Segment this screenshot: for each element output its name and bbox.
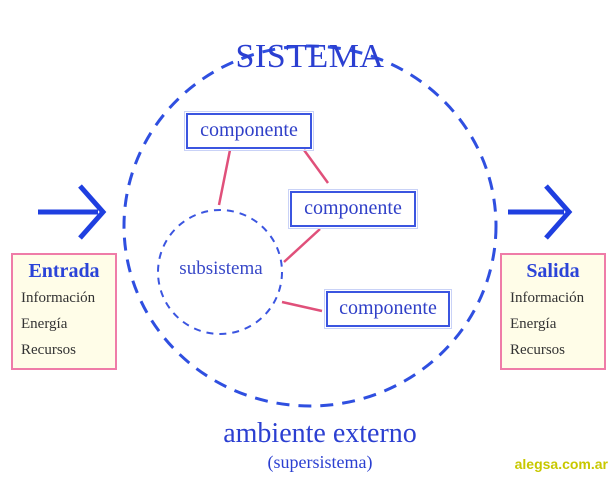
connector-comp2-subsystem	[283, 228, 321, 263]
output-arrow-icon	[508, 184, 573, 240]
watermark: alegsa.com.ar	[514, 456, 608, 472]
system-boundary	[122, 44, 498, 408]
component-box-3: componente	[324, 289, 452, 329]
input-item-energy: Energía	[21, 316, 68, 332]
input-arrow-icon	[38, 184, 107, 240]
input-item-resources: Recursos	[21, 342, 76, 358]
input-title: Entrada	[28, 260, 100, 282]
system-title: SISTEMA	[235, 38, 385, 75]
connector-subsystem-comp3	[281, 300, 323, 313]
connector-comp1-subsystem	[217, 149, 232, 206]
environment-sublabel: (supersistema)	[267, 452, 373, 472]
component-box-1: componente	[184, 111, 314, 151]
subsystem-label: subsistema	[179, 258, 263, 279]
output-item-information: Información	[510, 290, 585, 306]
subsystem-boundary	[157, 209, 283, 335]
component-box-2: componente	[288, 189, 418, 229]
connector-comp1-comp2	[302, 149, 330, 184]
output-box: Salida Información Energía Recursos	[500, 253, 606, 370]
output-item-energy: Energía	[510, 316, 557, 332]
environment-label: ambiente externo	[223, 418, 417, 449]
output-item-resources: Recursos	[510, 342, 565, 358]
output-title: Salida	[526, 260, 580, 282]
input-item-information: Información	[21, 290, 96, 306]
input-box: Entrada Información Energía Recursos	[11, 253, 117, 370]
